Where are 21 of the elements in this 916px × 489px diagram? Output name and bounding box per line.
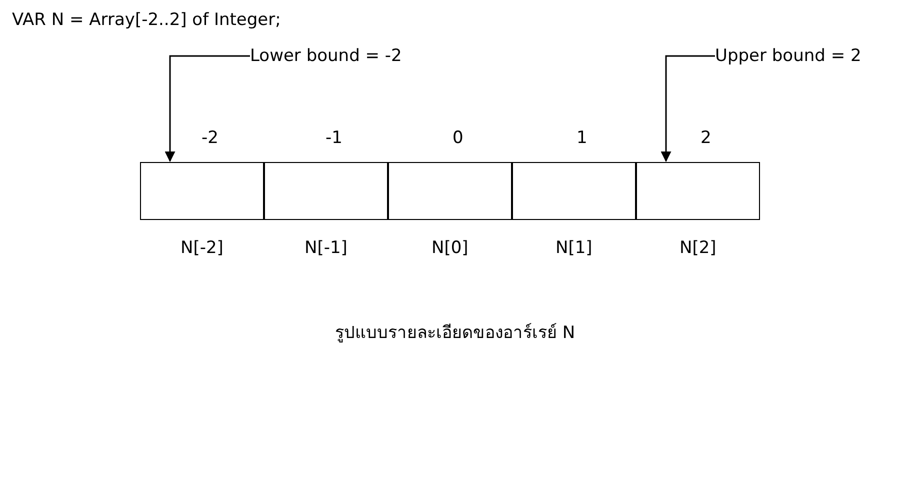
array-cell (388, 162, 512, 220)
index-number: -1 (326, 128, 342, 148)
index-number: -2 (202, 128, 218, 148)
index-number: 0 (452, 128, 464, 148)
index-number: 2 (700, 128, 712, 148)
declaration-text: VAR N = Array[-2..2] of Integer; (12, 10, 281, 30)
array-cell (512, 162, 636, 220)
bound-label: Upper bound = 2 (715, 46, 862, 66)
bound-label: Lower bound = -2 (250, 46, 402, 66)
array-cell (264, 162, 388, 220)
index-number: 1 (576, 128, 588, 148)
arrow (164, 55, 250, 162)
array-cell (140, 162, 264, 220)
element-name: N[1] (556, 238, 592, 258)
arrow (660, 55, 715, 162)
element-name: N[2] (680, 238, 716, 258)
element-name: N[0] (432, 238, 468, 258)
array-cell (636, 162, 760, 220)
element-name: N[-2] (180, 238, 224, 258)
figure-caption: รูปแบบรายละเอียดของอาร์เรย์ N (335, 322, 576, 345)
element-name: N[-1] (304, 238, 348, 258)
